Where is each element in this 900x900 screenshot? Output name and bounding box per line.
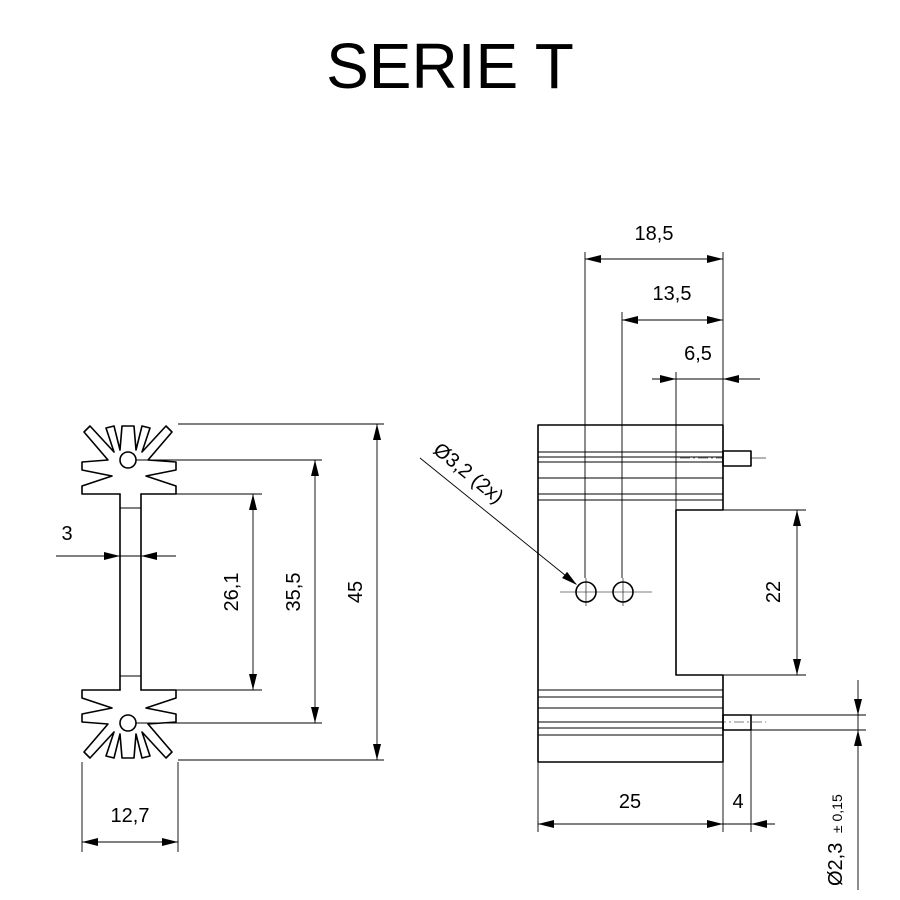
body-outline [537, 424, 724, 763]
solder-pin-top [722, 450, 752, 467]
pin-diameter-label: Ø2,3 ± 0,15 [825, 794, 847, 886]
dim-3-label: 3 [61, 523, 72, 545]
bottom-fin-cluster [81, 689, 177, 759]
dim-25-label: 25 [619, 791, 641, 813]
mounting-hole-bottom [119, 714, 137, 732]
dim-13-5-label: 13,5 [653, 283, 692, 305]
solder-pin-bottom [722, 714, 752, 731]
side-view: 45 35,5 26,1 3 12,7 [56, 423, 384, 852]
central-web [119, 493, 142, 691]
dim-26-1-label: 26,1 [221, 573, 243, 612]
dim-4-label: 4 [732, 791, 743, 813]
dim-6-5-label: 6,5 [684, 343, 712, 365]
dim-35-5-label: 35,5 [283, 573, 305, 612]
pin-diameter-value: Ø2,3 [825, 843, 847, 886]
top-fin-lines [538, 451, 723, 501]
front-view: Ø3,2 (2x) 18,5 13,5 6,5 22 [419, 223, 866, 890]
pin-tolerance-value: ± 0,15 [829, 794, 845, 833]
hole-note-label: Ø3,2 (2x) [429, 439, 508, 509]
drawing-title: SERIE T [326, 30, 574, 102]
dim-45-label: 45 [345, 581, 367, 603]
dim-22-label: 22 [763, 581, 785, 603]
dim-12-7-label: 12,7 [111, 805, 150, 827]
mounting-hole-top [119, 451, 137, 469]
bottom-fin-lines [538, 689, 723, 736]
dim-18-5-label: 18,5 [635, 223, 674, 245]
